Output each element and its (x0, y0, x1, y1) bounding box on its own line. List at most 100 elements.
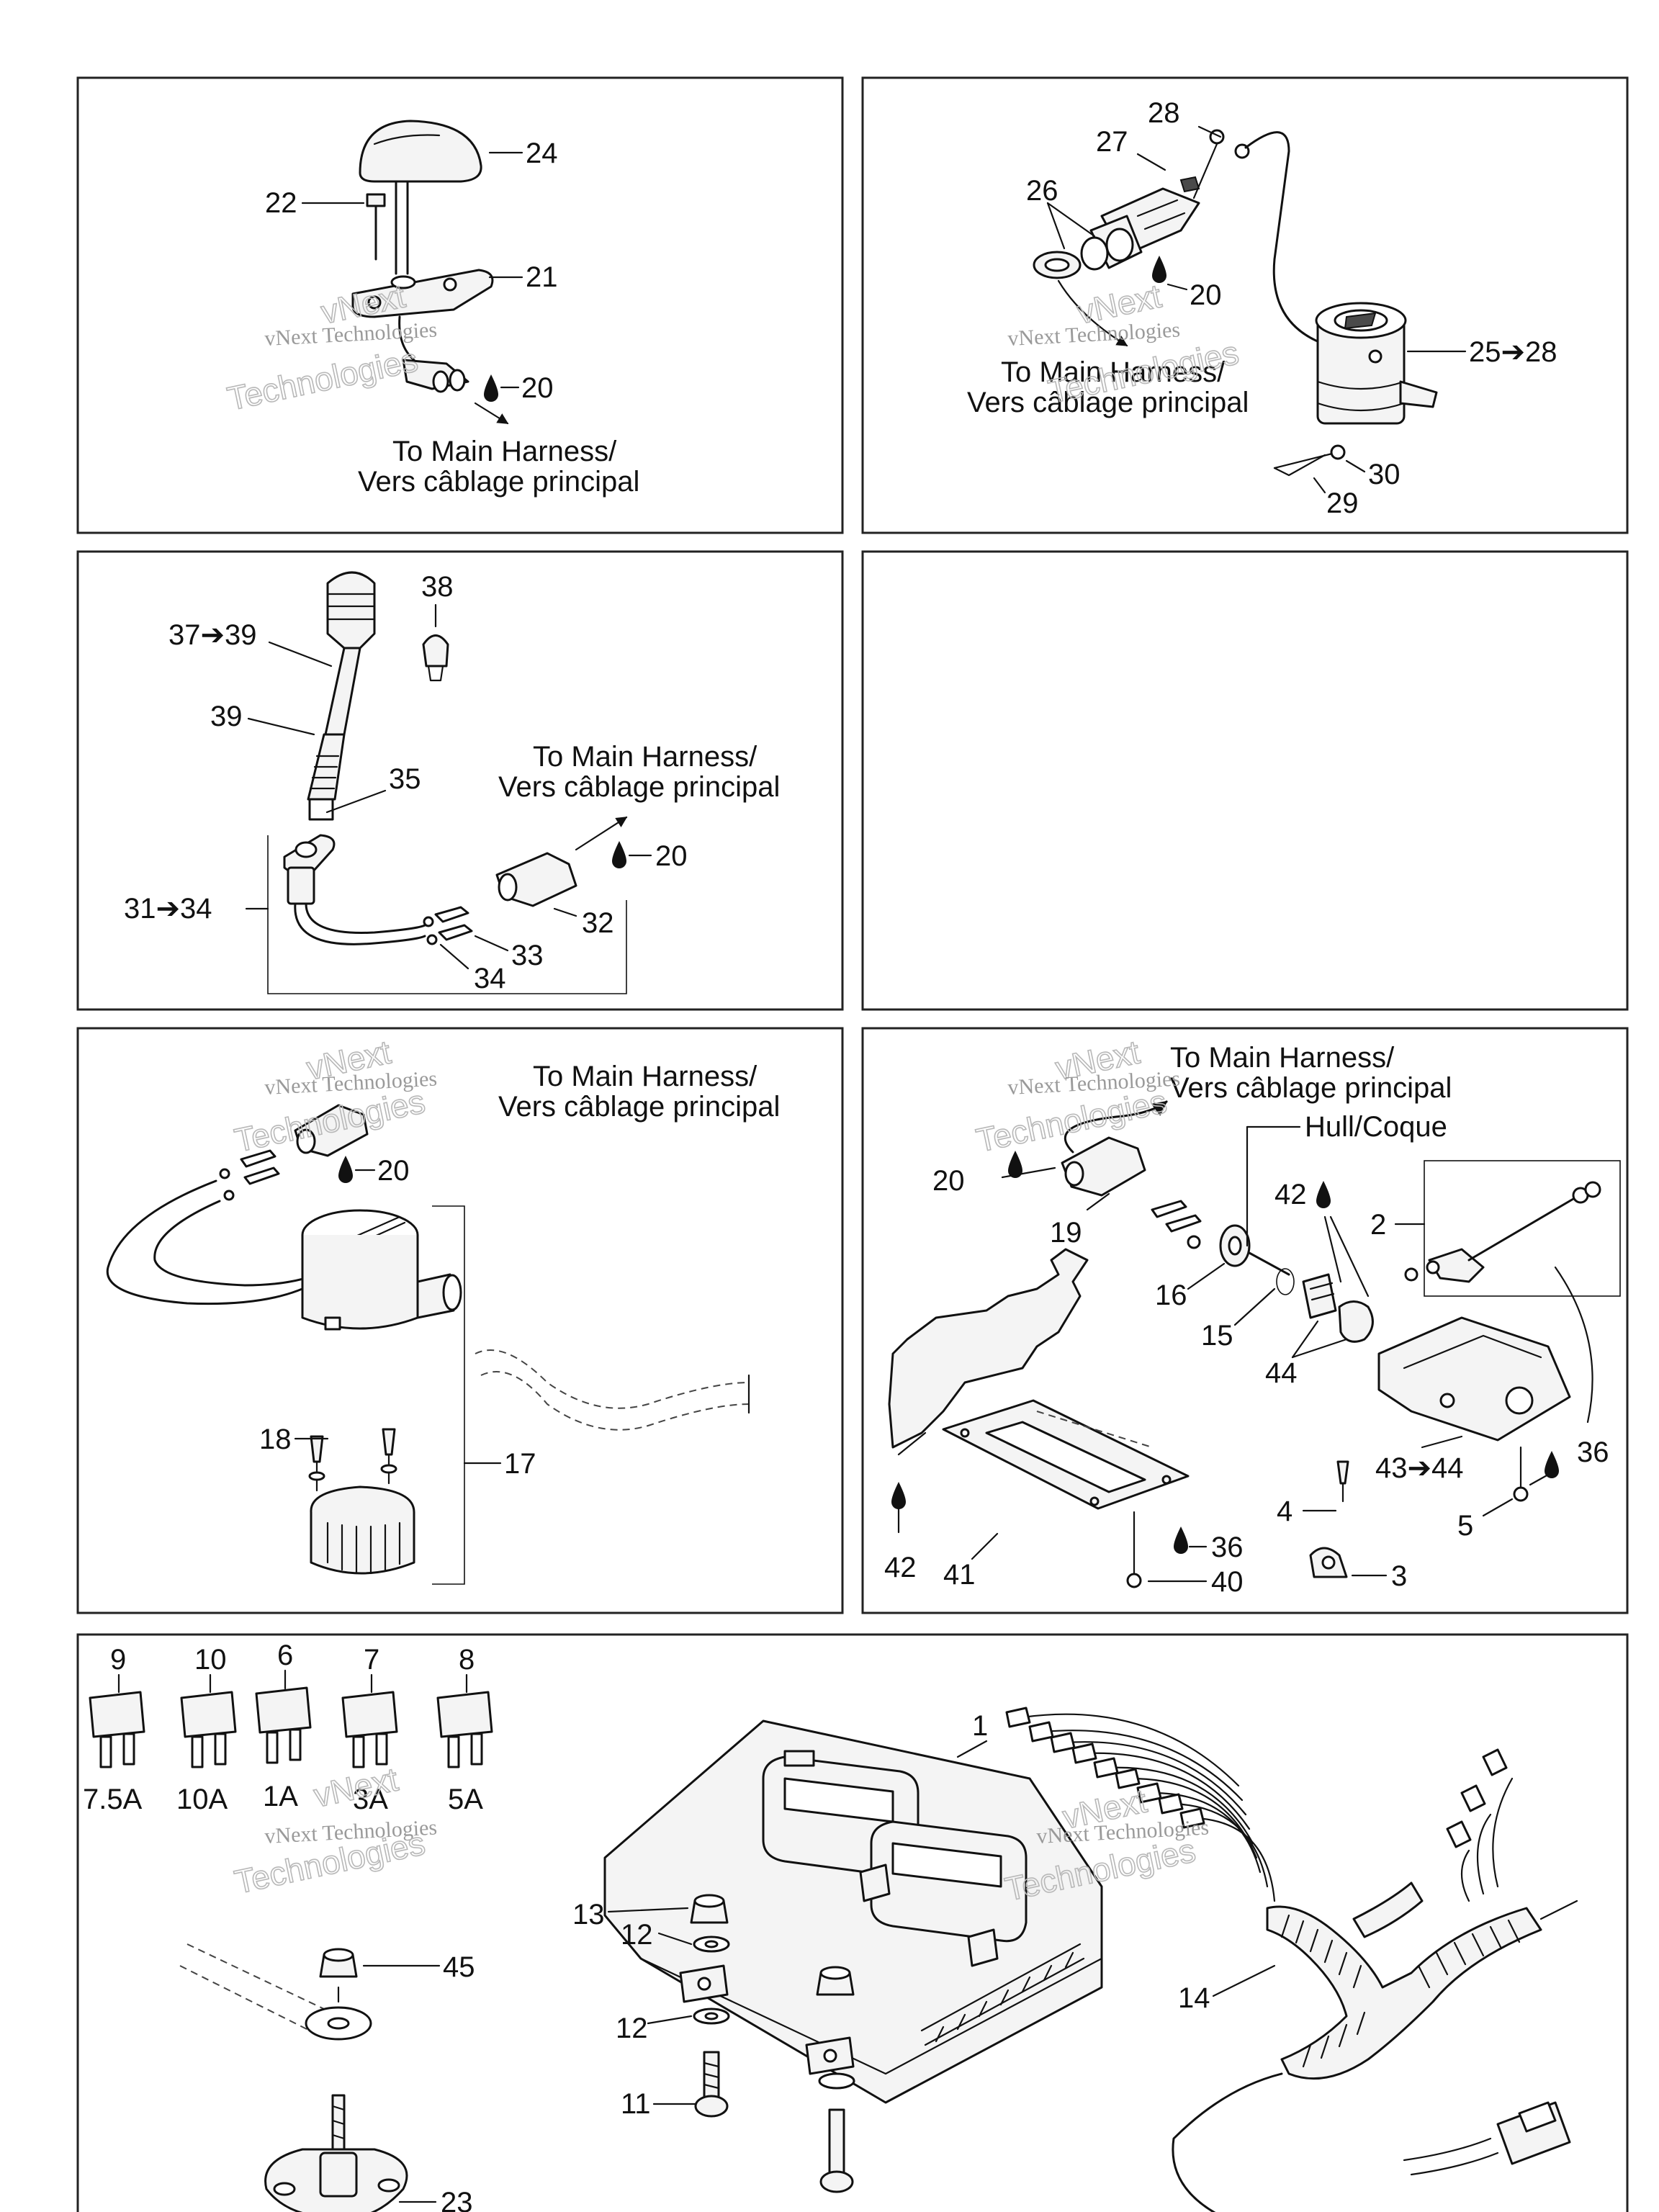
fitting-44 (1302, 1273, 1337, 1319)
label-19: 19 (1050, 1217, 1082, 1249)
light-base-21 (351, 269, 494, 318)
fuse-8: 8 5A (436, 1644, 493, 1815)
label-29: 29 (1326, 487, 1359, 519)
ground-stud-assembly (179, 1943, 408, 2212)
label-22: 22 (265, 187, 297, 219)
fuse-number: 7 (364, 1644, 379, 1676)
fuse-number: 10 (194, 1644, 227, 1676)
label-3: 3 (1391, 1560, 1407, 1592)
label-32: 32 (582, 907, 614, 939)
fuse-number: 8 (459, 1644, 475, 1676)
caption-line2: Vers câblage principal (1170, 1072, 1452, 1104)
label-17: 17 (504, 1448, 536, 1480)
light-pole-39 (324, 647, 361, 736)
switch-plate-2-inset (1428, 1248, 1485, 1283)
label-20: 20 (655, 840, 688, 872)
label-23: 23 (441, 2187, 473, 2212)
bellows-44 (1338, 1300, 1374, 1343)
fuse-box-base (603, 1719, 1103, 2104)
hull-switch-assembly (888, 1100, 1601, 1588)
label-14: 14 (1178, 1982, 1210, 2014)
label-31-34: 31➔34 (124, 893, 212, 925)
bulb-38 (422, 634, 449, 667)
label-36-a: 36 (1577, 1437, 1609, 1468)
sealant-drop-icon (612, 841, 626, 868)
fuse-cover-1b (870, 1820, 1028, 1943)
label-12-b: 12 (616, 2013, 648, 2044)
label-28: 28 (1148, 97, 1180, 129)
label-20: 20 (377, 1155, 410, 1187)
label-16: 16 (1155, 1280, 1187, 1311)
pump-strainer-18 (310, 1485, 415, 1575)
hardware-stack (690, 1894, 855, 2193)
wiring-harness-14 (1005, 1707, 1578, 2212)
label-25-28: 25➔28 (1469, 336, 1557, 368)
label-4: 4 (1277, 1496, 1292, 1527)
label-1: 1 (972, 1710, 988, 1742)
sensor-assembly (1033, 129, 1438, 477)
label-13: 13 (572, 1899, 605, 1930)
label-43-44: 43➔44 (1375, 1452, 1464, 1484)
label-5: 5 (1457, 1510, 1473, 1542)
label-12-a: 12 (621, 1919, 653, 1951)
bilge-pump-assembly (106, 1104, 750, 1575)
switch-43 (1377, 1316, 1571, 1442)
label-45: 45 (443, 1951, 475, 1983)
fuse-rating: 5A (448, 1784, 483, 1815)
label-20: 20 (521, 372, 554, 404)
watermark: vNext vNext Technologies Technologies (972, 1033, 1180, 1160)
label-36-b: 36 (1211, 1532, 1244, 1563)
fuse-9: 9 7.5A (83, 1644, 145, 1815)
fuse-rating: 10A (176, 1784, 228, 1815)
label-24: 24 (526, 138, 558, 169)
light-lens-24 (359, 120, 482, 183)
caption-line2: Vers câblage principal (967, 387, 1249, 418)
hose-17 (475, 1349, 750, 1431)
light-head-37 (326, 571, 376, 649)
label-38: 38 (421, 571, 454, 603)
fuse-number: 6 (277, 1640, 293, 1671)
panel-mid-right-empty (861, 550, 1629, 1011)
label-37-39: 37➔39 (168, 619, 257, 651)
sealant-drop-icon (338, 1156, 353, 1183)
panel-bottom (76, 1633, 1629, 2212)
label-42-drop: 42 (1274, 1179, 1307, 1210)
panel-lower-right (861, 1027, 1629, 1614)
label-44: 44 (1265, 1357, 1298, 1389)
fuse-number: 9 (110, 1644, 126, 1676)
sealant-drop-icon (1152, 256, 1166, 283)
svg-text:vNext Technologies: vNext Technologies (1007, 318, 1181, 351)
fuse-7: 7 3A (341, 1644, 398, 1815)
label-42: 42 (884, 1552, 917, 1583)
label-2: 2 (1370, 1209, 1386, 1241)
pump-body (301, 1235, 419, 1330)
nav-light-assembly (351, 120, 509, 425)
fuse-rating: 3A (353, 1784, 388, 1815)
label-21: 21 (526, 261, 558, 293)
sealant-drop-icon (1545, 1451, 1559, 1478)
label-40: 40 (1211, 1566, 1244, 1598)
sealant-drop-icon (891, 1482, 906, 1509)
label-34: 34 (474, 963, 506, 994)
label-26: 26 (1026, 175, 1058, 207)
panel-mid-left (76, 550, 844, 1011)
label-20: 20 (932, 1165, 965, 1197)
hull-caption: Hull/Coque (1305, 1111, 1447, 1143)
connector-19 (1061, 1136, 1146, 1197)
caption-line1: To Main Harness/ (533, 1061, 757, 1092)
harness-conduit (1266, 1905, 1542, 2080)
caption-line1: To Main Harness/ (1170, 1042, 1395, 1074)
caption-line1: To Main Harness/ (1001, 356, 1226, 388)
label-15: 15 (1201, 1320, 1233, 1352)
fuse-rating: 1A (263, 1781, 298, 1812)
sealant-drop-icon (1174, 1527, 1188, 1554)
label-30: 30 (1368, 459, 1401, 490)
caption-line2: Vers câblage principal (358, 466, 639, 498)
fuse-6: 6 1A (255, 1640, 312, 1812)
label-18: 18 (259, 1424, 292, 1455)
fuse-box-assembly (603, 1719, 1103, 2104)
sealant-drop-icon (1008, 1151, 1022, 1178)
label-11: 11 (621, 2088, 651, 2120)
label-33: 33 (511, 940, 544, 971)
